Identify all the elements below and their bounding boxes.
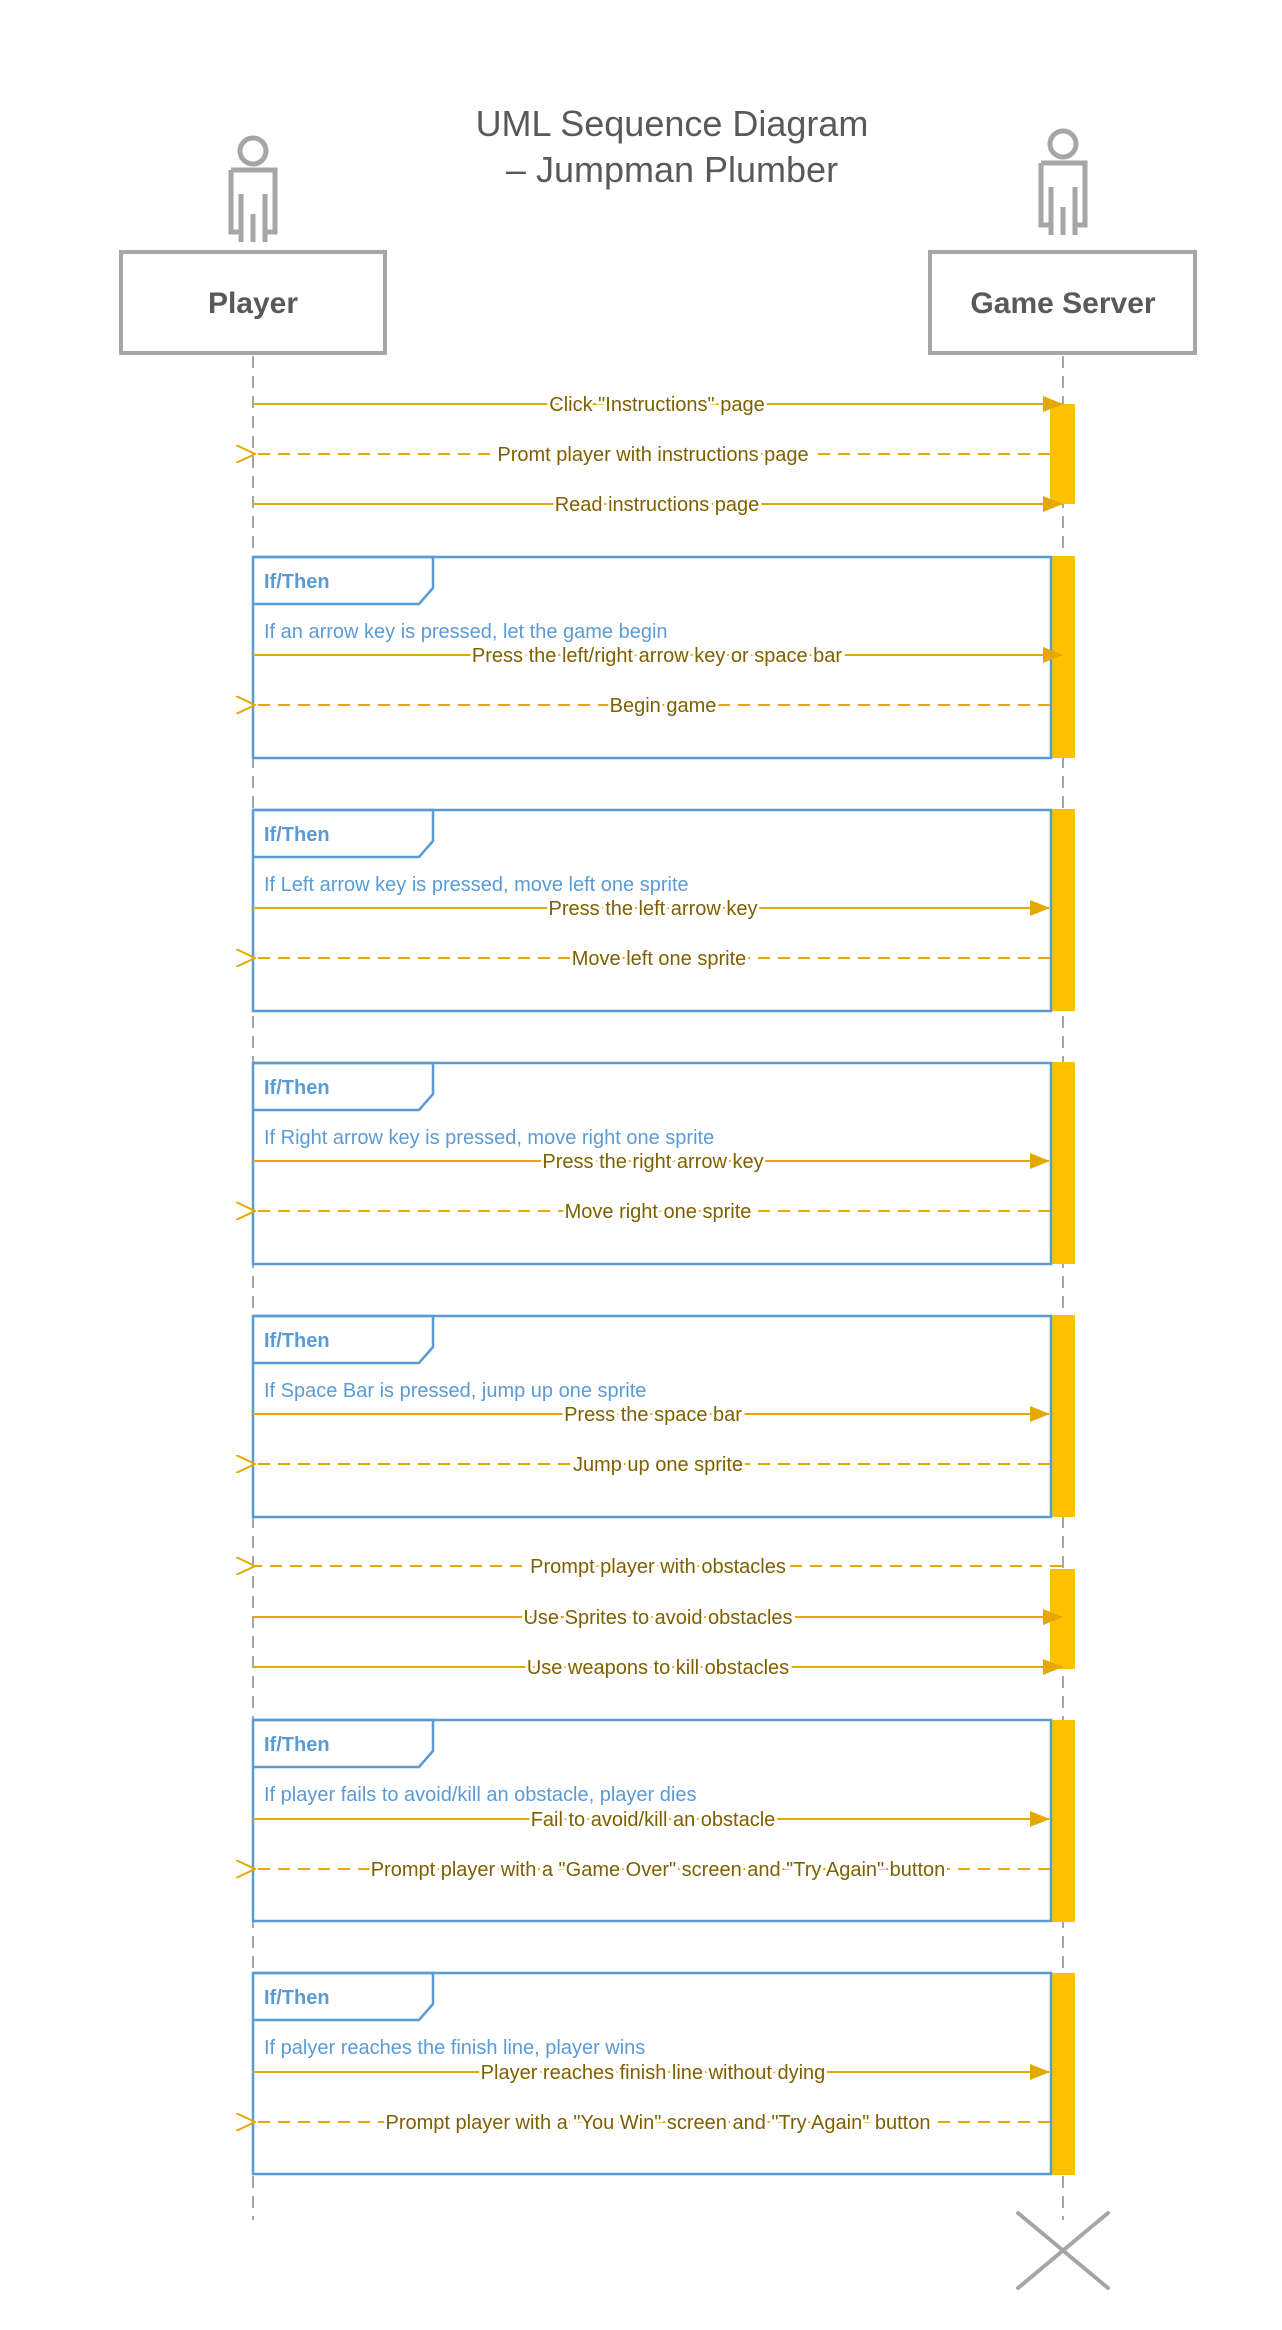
message: Use Sprites to avoid obstacles [253, 1604, 1063, 1632]
activation-bar [1050, 809, 1075, 1011]
fragment-frame [251, 1061, 1053, 1266]
fragment-guard: If palyer reaches the finish line, playe… [264, 2037, 645, 2059]
fragment-guard: If Space Bar is pressed, jump up one spr… [264, 1380, 646, 1402]
message: Promt player with instructions page [255, 441, 1050, 469]
message: Jump up one sprite [255, 1451, 1050, 1479]
activation-bar [1050, 556, 1075, 758]
participant-label-game-server: Game Server [970, 287, 1155, 320]
combined-fragment: If/Then If Space Bar is pressed, jump up… [251, 1314, 1053, 1519]
message: Begin game [255, 692, 1050, 720]
activation-bar [1050, 404, 1075, 504]
fragment-tag-box [253, 1971, 435, 2022]
fragment-tag-box [253, 808, 435, 859]
message: Press the left/right arrow key or space … [253, 642, 1063, 670]
game-server-person-icon [1038, 128, 1088, 235]
combined-fragment: If/Then If an arrow key is pressed, let … [251, 555, 1053, 760]
message: Player reaches finish line without dying [253, 2059, 1050, 2087]
message: Read instructions page [253, 491, 1063, 519]
fragment-operator: If/Then [264, 1734, 330, 1756]
activation-bar [1050, 1973, 1075, 2175]
activation-bar [1050, 1062, 1075, 1264]
message-label: Move right one sprite [565, 1201, 752, 1223]
fragment-tag-box [253, 1718, 435, 1769]
message-label: Promt player with instructions page [497, 444, 808, 466]
fragment-operator: If/Then [264, 571, 330, 593]
fragment-guard: If player fails to avoid/kill an obstacl… [264, 1784, 696, 1806]
message-label: Fail to avoid/kill an obstacle [531, 1809, 776, 1831]
message-label: Press the right arrow key [542, 1151, 763, 1173]
fragment-operator: If/Then [264, 824, 330, 846]
activation-bar [1050, 1315, 1075, 1517]
activation-bar [1050, 1720, 1075, 1922]
message: Move right one sprite [255, 1198, 1050, 1226]
fragment-frame [251, 1314, 1053, 1519]
message: Press the left arrow key [253, 895, 1050, 923]
message-label: Read instructions page [555, 494, 760, 516]
message-label: Press the space bar [564, 1404, 742, 1426]
message: Prompt player with a "Game Over" screen … [255, 1856, 1050, 1884]
message: Fail to avoid/kill an obstacle [253, 1806, 1050, 1834]
message-label: Press the left/right arrow key or space … [472, 645, 842, 667]
participant-box-game-server[interactable] [928, 250, 1197, 355]
message-label: Move left one sprite [572, 948, 747, 970]
message: Use weapons to kill obstacles [253, 1654, 1063, 1682]
fragment-frame [251, 808, 1053, 1013]
message-label: Begin game [610, 695, 717, 717]
diagram-title-line1: UML Sequence Diagram [476, 103, 869, 144]
message-label: Use Sprites to avoid obstacles [523, 1607, 792, 1629]
fragment-guard: If an arrow key is pressed, let the game… [264, 621, 668, 643]
activation-bar [1050, 1569, 1075, 1669]
player-person-icon [228, 135, 278, 242]
combined-fragment: If/Then If Left arrow key is pressed, mo… [251, 808, 1053, 1013]
combined-fragment: If/Then If Right arrow key is pressed, m… [251, 1061, 1053, 1266]
message-label: Prompt player with a "Game Over" screen … [371, 1859, 946, 1881]
message-label: Press the left arrow key [549, 898, 758, 920]
fragment-operator: If/Then [264, 1987, 330, 2009]
message: Press the right arrow key [253, 1148, 1050, 1176]
fragment-guard: If Left arrow key is pressed, move left … [264, 874, 689, 896]
participant-label-player: Player [208, 287, 298, 320]
fragment-operator: If/Then [264, 1077, 330, 1099]
fragment-tag-box [253, 555, 435, 606]
message-label: Prompt player with a "You Win" screen an… [386, 2112, 931, 2134]
message: Press the space bar [253, 1401, 1050, 1429]
combined-fragment: If/Then If palyer reaches the finish lin… [251, 1971, 1053, 2176]
fragment-tag-box [253, 1061, 435, 1112]
diagram-title-line2: – Jumpman Plumber [506, 149, 838, 190]
message-label: Use weapons to kill obstacles [527, 1657, 789, 1679]
message: Prompt player with a "You Win" screen an… [255, 2109, 1050, 2137]
message-label: Jump up one sprite [573, 1454, 743, 1476]
fragment-frame [251, 1718, 1053, 1923]
fragment-frame [251, 1971, 1053, 2176]
fragment-guard: If Right arrow key is pressed, move righ… [264, 1127, 714, 1149]
message: Prompt player with obstacles [255, 1553, 1062, 1581]
message-label: Click "Instructions" page [549, 394, 764, 416]
destroy-x-icon [1016, 2211, 1110, 2290]
participant-box-player[interactable] [119, 250, 387, 355]
combined-fragment: If/Then If player fails to avoid/kill an… [251, 1718, 1053, 1923]
message: Move left one sprite [255, 945, 1050, 973]
message-label: Player reaches finish line without dying [481, 2062, 826, 2084]
fragment-tag-box [253, 1314, 435, 1365]
fragment-operator: If/Then [264, 1330, 330, 1352]
message-label: Prompt player with obstacles [530, 1556, 786, 1578]
message: Click "Instructions" page [253, 391, 1063, 419]
